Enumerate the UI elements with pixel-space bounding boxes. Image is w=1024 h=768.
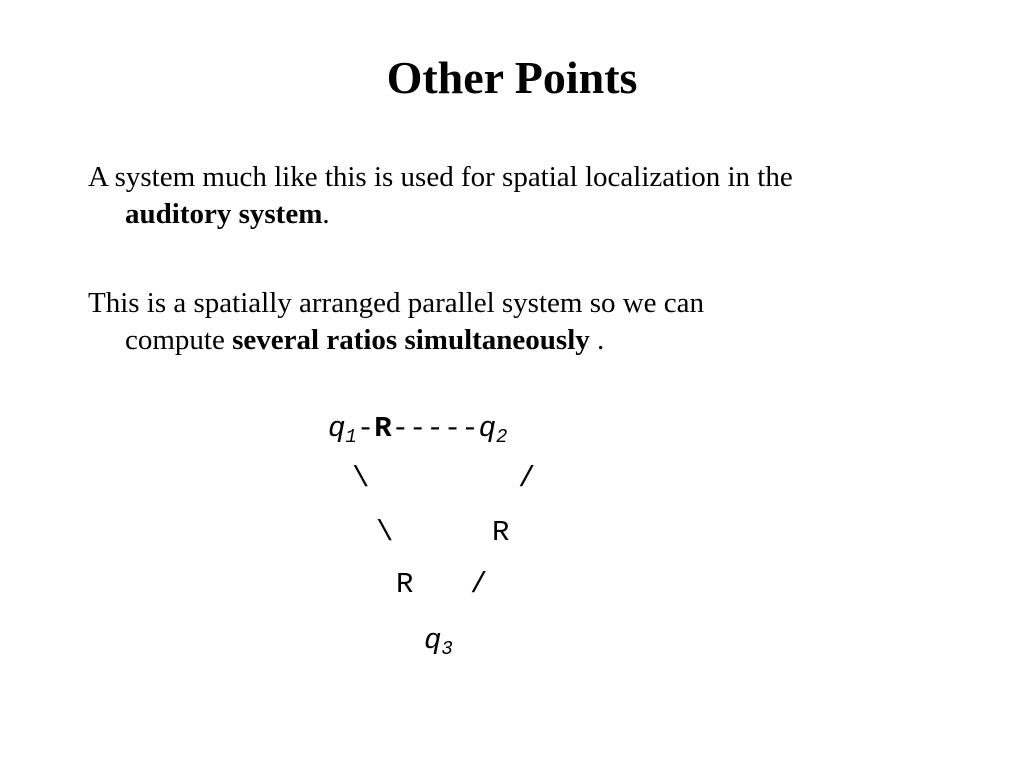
emphasis-several-ratios: several ratios simultaneously (232, 324, 590, 356)
slide-title: Other Points (386, 52, 638, 103)
edge-right-lower: / (470, 568, 488, 601)
receptor-right: R (492, 516, 510, 549)
edge-dash-long: ----- (391, 412, 479, 445)
paragraph-1-tail: . (322, 198, 330, 230)
paragraph-1-line-1: A system much like this is used for spat… (88, 161, 793, 193)
node-q1: q1 (328, 412, 357, 448)
bullet-paragraph-1: A system much like this is used for spat… (88, 159, 988, 233)
receptor-top: R (374, 412, 392, 445)
node-q3: q3 (424, 624, 453, 660)
edge-left-upper: \ (352, 462, 370, 495)
diagram-top-row: q1-R-----q2 (328, 412, 508, 448)
edge-left-middle: \ (376, 516, 394, 549)
emphasis-auditory-system: auditory system (125, 198, 323, 230)
paragraph-1-line-2: auditory system. (88, 196, 988, 233)
node-q2: q2 (478, 412, 508, 448)
paragraph-2-tail: . (589, 324, 605, 356)
receptor-left: R (396, 568, 414, 601)
paragraph-2-prefix: compute (125, 324, 233, 356)
paragraph-2-line-1: This is a spatially arranged parallel sy… (88, 287, 705, 319)
edge-right-upper: / (518, 462, 536, 495)
bullet-paragraph-2: This is a spatially arranged parallel sy… (88, 285, 988, 359)
edge-dash-short: - (356, 412, 375, 445)
paragraph-2-line-2: compute several ratios simultaneously . (88, 322, 988, 359)
